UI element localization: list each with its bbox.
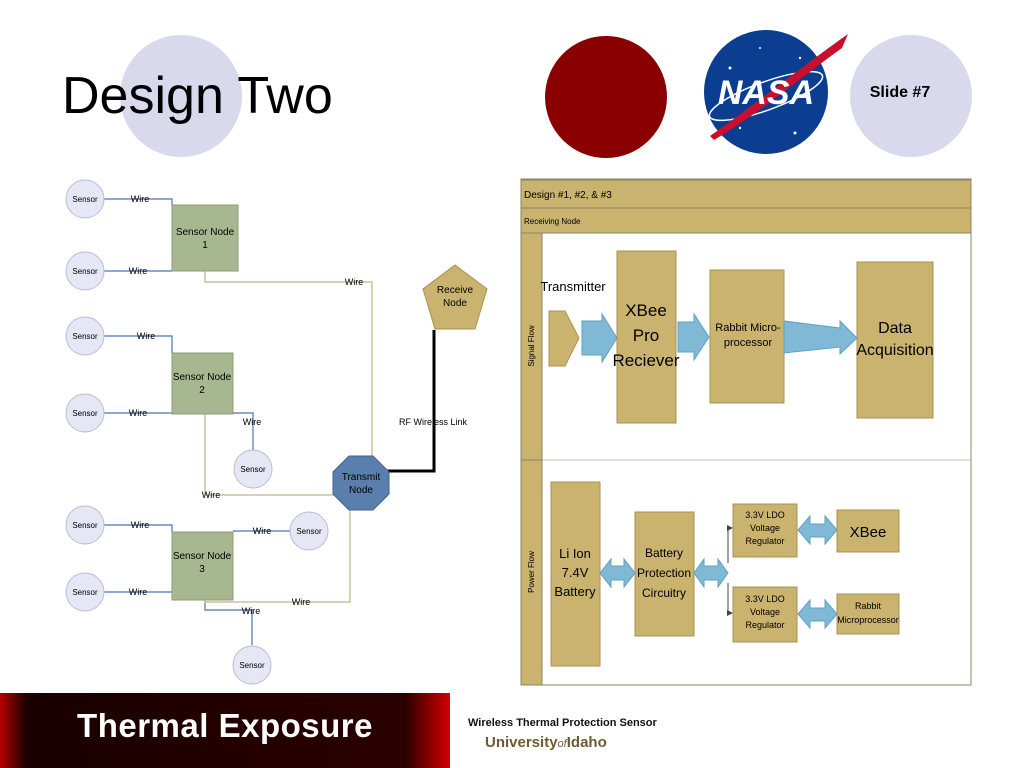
- wire-label: Wire: [242, 606, 261, 616]
- xbee-box: [836, 509, 900, 553]
- sensor: Sensor: [65, 505, 105, 545]
- wire-label: Wire: [131, 520, 150, 530]
- data-acquisition-box: [856, 261, 934, 419]
- sensor: Sensor: [65, 393, 105, 433]
- wire-label: Wire: [129, 408, 148, 418]
- wire-label: Wire: [131, 194, 150, 204]
- university-logo: UniversityofIdaho: [485, 734, 607, 751]
- battery-protection-box: [634, 511, 695, 637]
- footer-subtitle: Wireless Thermal Protection Sensor: [468, 717, 657, 729]
- university-text: University: [485, 734, 558, 751]
- nasa-logo-text: NASA: [718, 74, 814, 112]
- sensor-label: Sensor: [72, 521, 98, 530]
- branch-connector: [727, 583, 733, 616]
- sensor: Sensor: [289, 511, 329, 551]
- sensor-label: Sensor: [296, 527, 322, 536]
- sensor-network-diagram: Sensor Sensor Sensor Sensor Sensor Senso…: [65, 179, 488, 685]
- wire-label: Wire: [292, 597, 311, 607]
- sensor-label: Sensor: [72, 588, 98, 597]
- sensor-label: Sensor: [72, 195, 98, 204]
- xbee-label: XBee: [850, 524, 887, 541]
- page-title: Design Two: [62, 67, 333, 125]
- sensor-label: Sensor: [72, 409, 98, 418]
- sensor-label: Sensor: [72, 332, 98, 341]
- sensor-label: Sensor: [239, 661, 265, 670]
- signal-arrow: [581, 312, 618, 364]
- sensor: Sensor: [65, 316, 105, 356]
- flow-subheader: Receiving Node: [524, 217, 581, 226]
- ldo-regulator-1: [732, 503, 798, 558]
- ldo-regulator-2: [732, 586, 798, 643]
- slide-number: Slide #7: [869, 84, 931, 101]
- sensor-label: Sensor: [72, 267, 98, 276]
- title-decor-circle: [120, 35, 242, 157]
- university-of: of: [557, 738, 567, 750]
- rabbit-microprocessor-label: Rabbit Micro-processor: [715, 322, 781, 349]
- university-idaho: Idaho: [566, 734, 607, 751]
- wire-label: Wire: [243, 417, 262, 427]
- receiving-node-flow-diagram: Design #1, #2, & #3 Receiving Node Signa…: [520, 178, 972, 686]
- wire-label: Wire: [253, 526, 272, 536]
- rf-link-label: RF Wireless Link: [399, 417, 468, 427]
- xbee-pro-receiver: [616, 250, 677, 424]
- sensor: Sensor: [232, 645, 272, 685]
- signal-arrow: [783, 319, 858, 356]
- slide-number-circle: [850, 35, 972, 157]
- sensor: Sensor: [65, 179, 105, 219]
- sensor: Sensor: [233, 449, 273, 489]
- signal-lane-label: Signal Flow: [527, 325, 536, 367]
- power-arrow: [693, 557, 729, 589]
- sensor-label: Sensor: [240, 465, 266, 474]
- rabbit-microprocessor-box: [709, 269, 785, 404]
- wire-label: Wire: [137, 331, 156, 341]
- footer-title: Thermal Exposure: [77, 707, 373, 744]
- power-lane-label: Power Flow: [527, 551, 536, 593]
- signal-arrow: [677, 312, 710, 362]
- sensor: Sensor: [65, 251, 105, 291]
- rabbit-microprocessor-power-box: [836, 593, 900, 635]
- footer-banner: [0, 693, 450, 768]
- wire-label: Wire: [129, 587, 148, 597]
- wire-label: Wire: [202, 490, 221, 500]
- wire-label: Wire: [345, 277, 364, 287]
- li-ion-battery: [550, 481, 601, 667]
- wire-label: Wire: [129, 266, 148, 276]
- flow-header: Design #1, #2, & #3: [524, 190, 612, 201]
- sensor: Sensor: [65, 572, 105, 612]
- maroon-circle: [545, 36, 667, 158]
- transmitter-label: Transmitter: [540, 279, 606, 294]
- branch-connector: [727, 525, 733, 563]
- transmitter-shape: [548, 310, 580, 367]
- nasa-logo-icon: NASA: [704, 30, 848, 154]
